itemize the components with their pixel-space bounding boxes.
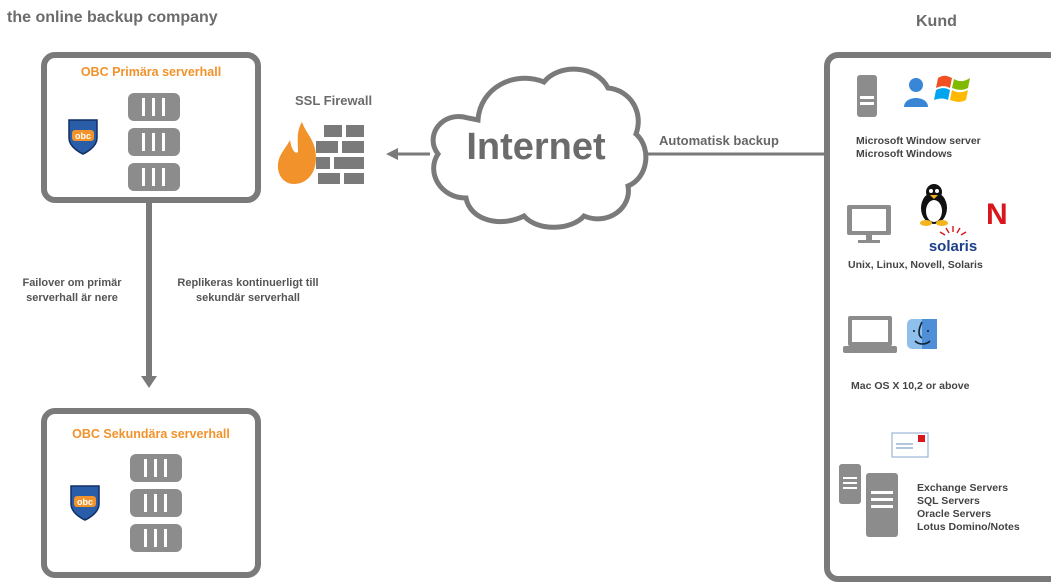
server-app-item: SQL Servers <box>917 495 980 507</box>
svg-text:obc: obc <box>77 497 93 507</box>
server-app-item: Exchange Servers <box>917 482 1009 494</box>
mac-finder-icon <box>907 319 937 349</box>
replication-line-2: sekundär serverhall <box>196 292 300 304</box>
internet-cloud-icon: Internet <box>430 66 649 230</box>
replication-label: Replikeras kontinuerligt till sekundär s… <box>159 276 337 306</box>
windows-line-1: Microsoft Window server <box>856 135 981 147</box>
replication-line-1: Replikeras kontinuerligt till <box>177 277 319 289</box>
windows-text: Microsoft Window server Microsoft Window… <box>856 135 981 161</box>
server-app-item: Oracle Servers <box>917 508 992 520</box>
server-apps-list: Exchange Servers SQL Servers Oracle Serv… <box>917 482 1020 534</box>
laptop-icon <box>843 316 897 353</box>
firewall-icon <box>277 122 364 184</box>
secondary-server-hall: OBC Sekundära serverhall obc <box>41 408 261 578</box>
company-tagline: the online backup company <box>7 9 218 26</box>
customer-heading: Kund <box>916 13 957 30</box>
secondary-title: OBC Sekundära serverhall <box>72 427 230 441</box>
failover-label: Failover om primär serverhall är nere <box>5 276 139 306</box>
primary-title: OBC Primära serverhall <box>80 65 222 79</box>
obc-shield-icon: obc <box>70 485 100 521</box>
monitor-icon <box>847 205 891 243</box>
server-pair-icon <box>839 464 898 537</box>
mac-text: Mac OS X 10,2 or above <box>851 380 970 392</box>
down-arrow-icon <box>141 376 157 388</box>
backup-label: Automatisk backup <box>659 133 779 148</box>
internet-label: Internet <box>466 126 606 168</box>
svg-text:obc: obc <box>75 131 91 141</box>
firewall-label: SSL Firewall <box>295 93 373 108</box>
unix-text: Unix, Linux, Novell, Solaris <box>848 259 983 271</box>
server-tower-icon <box>857 75 877 117</box>
tux-penguin-icon <box>920 184 948 226</box>
svg-text:solaris: solaris <box>929 238 977 255</box>
connector-lines <box>141 148 826 388</box>
left-arrow-icon <box>386 148 398 160</box>
failover-line-1: Failover om primär <box>22 277 122 289</box>
email-envelope-icon <box>891 432 929 458</box>
server-app-item: Lotus Domino/Notes <box>917 521 1020 533</box>
windows-line-2: Microsoft Windows <box>856 148 953 160</box>
windows-logo-icon <box>934 75 970 102</box>
failover-line-2: serverhall är nere <box>26 292 118 304</box>
novell-logo-icon: N <box>986 198 1008 231</box>
solaris-logo-icon: solaris <box>929 226 977 255</box>
user-icon <box>904 78 928 107</box>
primary-server-hall: OBC Primära serverhall obc <box>41 52 261 203</box>
obc-shield-icon: obc <box>68 119 98 155</box>
